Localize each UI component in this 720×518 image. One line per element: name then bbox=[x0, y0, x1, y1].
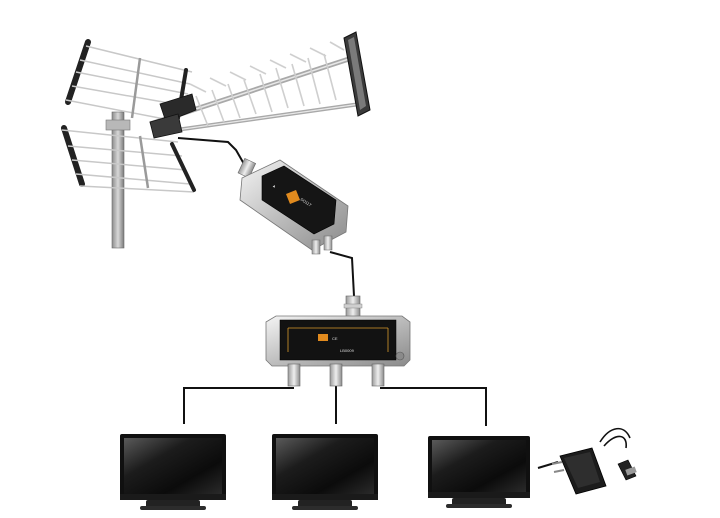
cables bbox=[178, 138, 558, 468]
splitter-model-label: LB0009 bbox=[340, 348, 355, 353]
cable-splitter-to-tv-1 bbox=[184, 388, 294, 424]
cable-antenna-to-amplifier bbox=[178, 138, 244, 164]
svg-text:CE: CE bbox=[332, 336, 338, 341]
antenna-lower-reflector bbox=[62, 128, 194, 192]
amplifier-icon: SO11T ▲ bbox=[238, 158, 348, 254]
tv-icon bbox=[428, 436, 530, 508]
power-supply-icon bbox=[552, 429, 637, 494]
cable-amplifier-to-splitter bbox=[330, 252, 354, 296]
splitter-icon: CE LB0009 bbox=[266, 296, 410, 386]
tv-icon bbox=[120, 434, 226, 510]
tv-icon bbox=[272, 434, 378, 510]
cable-splitter-to-tv-3 bbox=[380, 388, 486, 426]
